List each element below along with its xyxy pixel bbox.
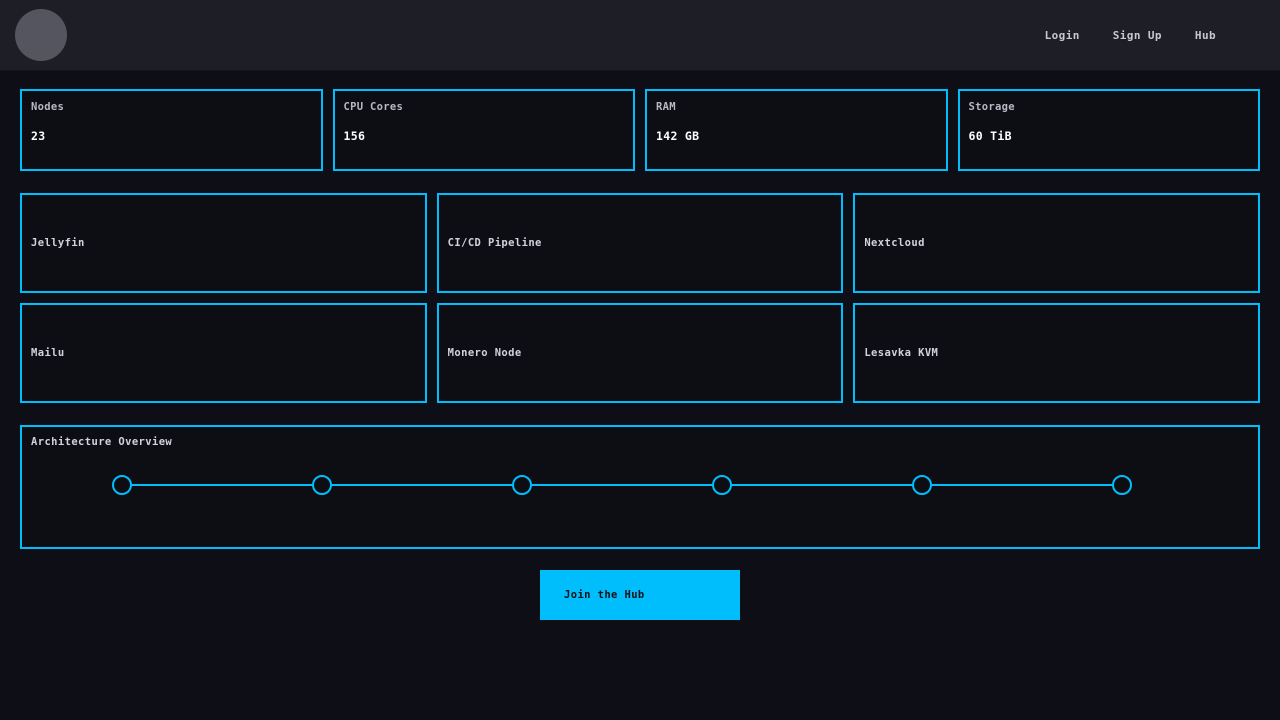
- stat-value: 156: [344, 131, 634, 143]
- nav-link-login[interactable]: Login: [1045, 29, 1080, 42]
- join-the-hub-label: Join the Hub: [564, 589, 645, 601]
- architecture-panel: Architecture Overview: [20, 425, 1260, 549]
- service-card-mailu[interactable]: Mailu: [20, 303, 427, 403]
- stat-value: 60 TiB: [969, 131, 1259, 143]
- stat-label: RAM: [656, 102, 946, 113]
- topology-node-1[interactable]: [113, 476, 131, 494]
- stat-card-nodes: Nodes 23: [20, 89, 323, 171]
- nav-link-hub[interactable]: Hub: [1195, 29, 1216, 42]
- page-body: Nodes 23 CPU Cores 156 RAM 142 GB Storag…: [0, 71, 1280, 620]
- topology-node-6[interactable]: [1113, 476, 1131, 494]
- stat-value: 23: [31, 131, 321, 143]
- service-name: Mailu: [31, 347, 65, 359]
- stats-row: Nodes 23 CPU Cores 156 RAM 142 GB Storag…: [20, 89, 1260, 171]
- service-name: Monero Node: [448, 347, 522, 359]
- service-card-nextcloud[interactable]: Nextcloud: [853, 193, 1260, 293]
- main-nav: Login Sign Up Hub: [1045, 29, 1264, 42]
- stat-value: 142 GB: [656, 131, 946, 143]
- service-name: Lesavka KVM: [864, 347, 938, 359]
- stat-label: Storage: [969, 102, 1259, 113]
- stat-label: Nodes: [31, 102, 321, 113]
- stat-card-cpu-cores: CPU Cores 156: [333, 89, 636, 171]
- topology-node-5[interactable]: [913, 476, 931, 494]
- topology-node-2[interactable]: [313, 476, 331, 494]
- site-header: Login Sign Up Hub: [0, 0, 1280, 71]
- nav-link-sign-up[interactable]: Sign Up: [1113, 29, 1162, 42]
- services-grid: Jellyfin CI/CD Pipeline Nextcloud Mailu …: [20, 193, 1260, 403]
- service-card-jellyfin[interactable]: Jellyfin: [20, 193, 427, 293]
- service-name: Nextcloud: [864, 237, 925, 249]
- page-title: Architecture Overview: [31, 437, 1258, 448]
- topology-node-4[interactable]: [713, 476, 731, 494]
- architecture-topology-diagram: [22, 465, 1258, 505]
- stat-label: CPU Cores: [344, 102, 634, 113]
- stat-card-storage: Storage 60 TiB: [958, 89, 1261, 171]
- topology-node-3[interactable]: [513, 476, 531, 494]
- stat-card-ram: RAM 142 GB: [645, 89, 948, 171]
- service-name: Jellyfin: [31, 237, 85, 249]
- service-card-monero-node[interactable]: Monero Node: [437, 303, 844, 403]
- service-card-lesavka-kvm[interactable]: Lesavka KVM: [853, 303, 1260, 403]
- service-name: CI/CD Pipeline: [448, 237, 542, 249]
- join-the-hub-button[interactable]: Join the Hub: [540, 570, 740, 620]
- service-card-ci-cd-pipeline[interactable]: CI/CD Pipeline: [437, 193, 844, 293]
- avatar-circle-icon[interactable]: [15, 9, 67, 61]
- cta-wrap: Join the Hub: [20, 570, 1260, 620]
